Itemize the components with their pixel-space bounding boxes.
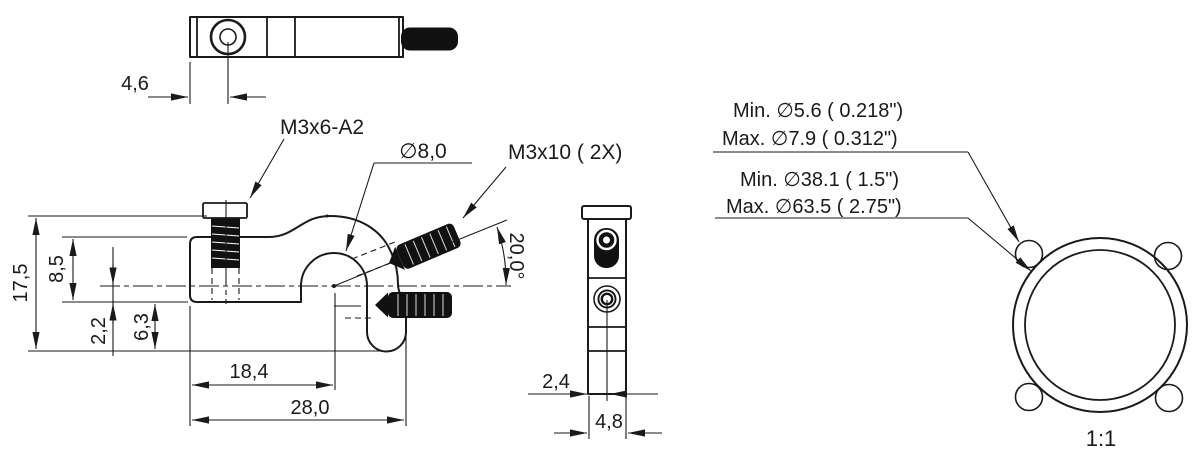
dim-upper-height: 8,5 [46,255,68,283]
angle-extension-line [449,219,508,244]
screw-tip-circle [1014,239,1044,269]
dim-side-width: 4,8 [595,411,623,433]
dim-center-offset: 2,2 [88,317,110,345]
spec-tube-min: Min. ∅38.1 ( 1.5") [740,169,899,191]
side-view-hole-top-ring [596,229,617,251]
scale-label: 1:1 [1086,426,1117,451]
screw-tip-circle [1154,383,1184,413]
top-tangent-point [325,214,329,218]
tube-outer-circle [1012,237,1188,413]
leader-line [462,166,507,219]
screw-tip-circle [1153,241,1183,271]
screw-tip-circle [1014,382,1044,412]
dim-top-hole-offset: 4,6 [121,73,149,95]
side-view-hole-bottom-center [603,295,611,303]
label-bore-diameter: ∅8,0 [399,140,447,163]
leader-line [967,217,1032,272]
view-front: 17,5 8,5 2,2 6,3 18,4 28,0 20,0° M3x6-A2… [10,116,622,426]
side-view-cap [581,205,632,220]
label-top-screw: M3x6-A2 [280,116,364,139]
angle-dim-arc [496,226,510,286]
front-screw-head [202,202,248,219]
dim-total-height: 17,5 [10,264,32,303]
view-section-ring: 1:1 [1012,237,1188,451]
spec-screw-tip-min: Min. ∅5.6 ( 0.218") [733,100,903,122]
dim-lower-height: 6,3 [131,313,153,341]
leader-line [249,138,285,199]
dim-side-hole-offset: 2,4 [542,371,570,393]
clamp-specs: Min. ∅5.6 ( 0.218") Max. ∅7.9 ( 0.312") … [713,100,1032,272]
view-top: 4,6 [121,16,458,104]
leader-line [967,151,1020,243]
view-side: 2,4 4,8 [528,205,662,439]
dim-center-distance: 18,4 [230,361,269,383]
spec-screw-tip-max: Max. ∅7.9 ( 0.312") [722,128,898,150]
set-screw-horizontal [375,292,452,318]
set-screw-angled [389,223,461,270]
side-view-hole-top-center [603,236,610,244]
hidden-thread-line [356,258,402,277]
dim-screw-angle: 20,0° [505,233,527,280]
label-set-screws: M3x10 ( 2X) [508,141,622,164]
tube-inner-circle [1024,249,1176,401]
leader-line [345,162,375,252]
dim-total-width: 28,0 [291,397,330,419]
top-view-threaded-stud [401,27,458,51]
hidden-thread-line [351,241,396,260]
spec-tube-max: Max. ∅63.5 ( 2.75") [726,196,902,218]
